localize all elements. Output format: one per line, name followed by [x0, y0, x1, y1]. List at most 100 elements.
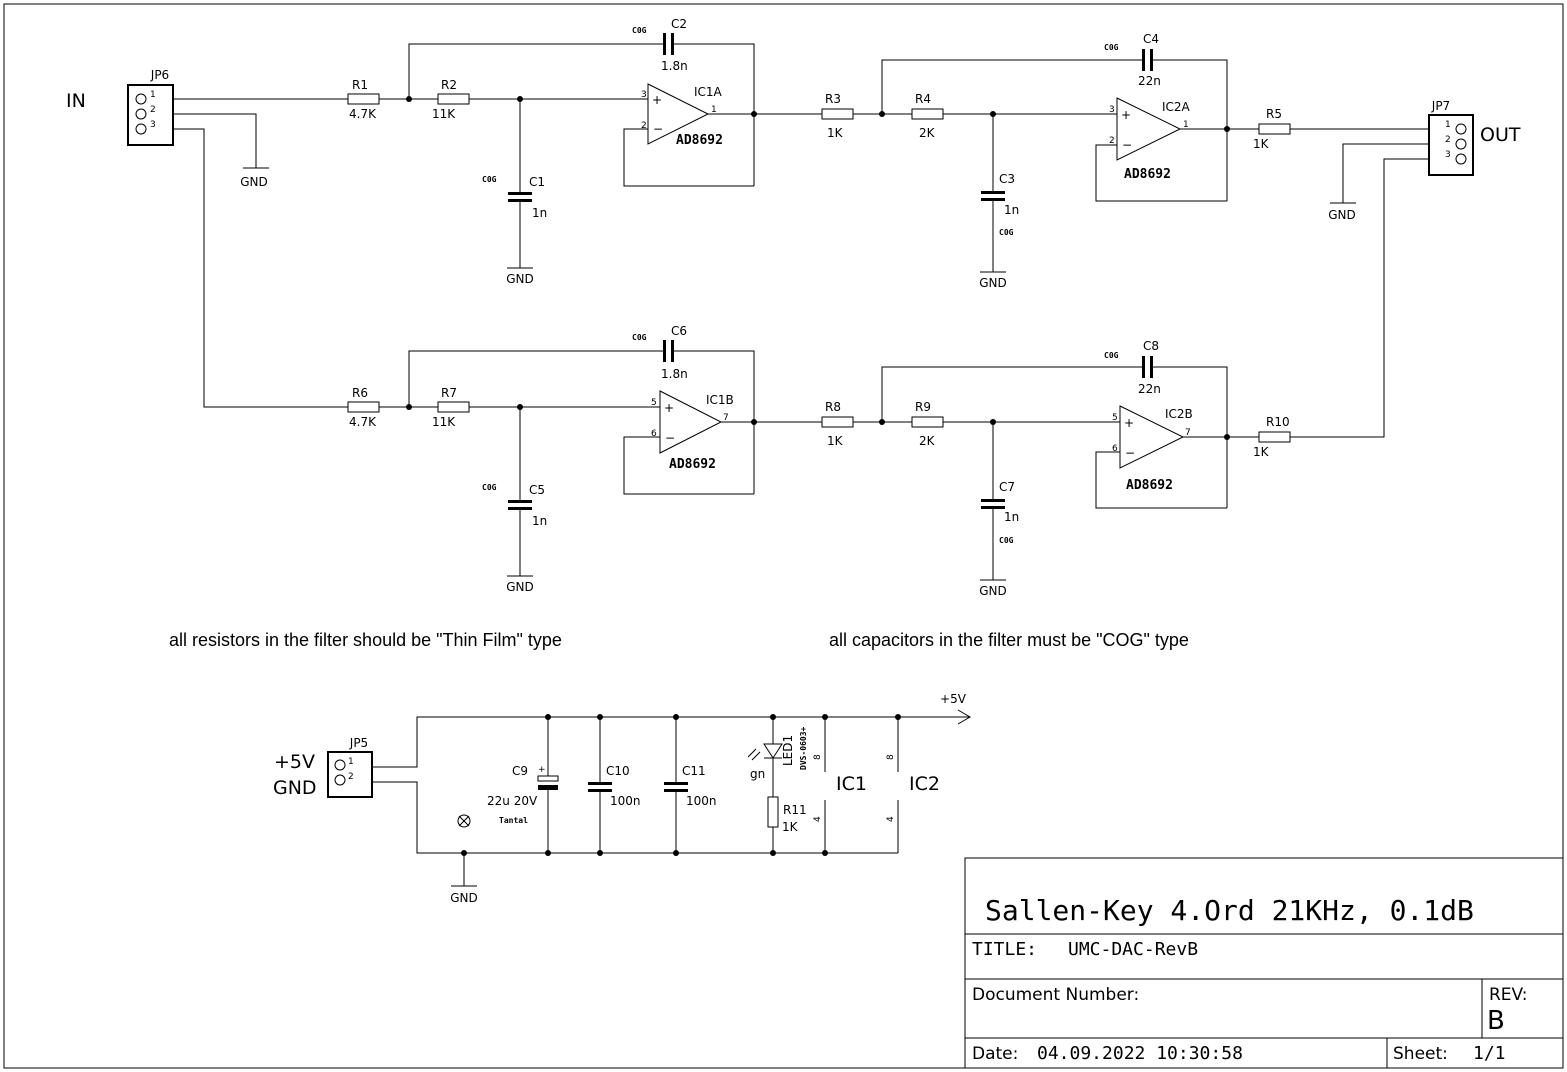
- ic2-power-pins: 8 4 IC2: [886, 714, 940, 853]
- gnd-symbol-jp6: GND: [240, 167, 269, 189]
- svg-text:+: +: [664, 401, 674, 415]
- svg-text:+: +: [1124, 416, 1134, 430]
- svg-text:−: −: [665, 431, 675, 445]
- resistor-r7: R7 11K: [432, 386, 470, 429]
- svg-text:100n: 100n: [610, 794, 641, 808]
- svg-text:IC2B: IC2B: [1165, 407, 1193, 421]
- svg-text:C11: C11: [682, 764, 706, 778]
- sheet-value: 1/1: [1473, 1043, 1506, 1064]
- svg-text:R1: R1: [352, 78, 368, 92]
- svg-text:22n: 22n: [1138, 74, 1161, 88]
- jp6-pin2: 2: [150, 105, 156, 115]
- svg-text:6: 6: [1112, 444, 1118, 454]
- svg-text:1K: 1K: [1253, 137, 1270, 151]
- svg-text:1n: 1n: [1004, 203, 1019, 217]
- svg-text:C0G: C0G: [1104, 351, 1119, 360]
- resistor-r3: R3 1K: [821, 92, 854, 140]
- svg-text:AD8692: AD8692: [1126, 478, 1173, 493]
- svg-text:22u 20V: 22u 20V: [487, 794, 538, 808]
- svg-text:1: 1: [1183, 120, 1189, 130]
- gnd-symbol-power: GND: [450, 885, 478, 905]
- ic1-power-pins: 8 4 IC1: [813, 714, 867, 856]
- svg-text:GND: GND: [979, 276, 1007, 290]
- connector-jp6: JP6 1 2 3: [127, 68, 174, 146]
- junction: [1224, 434, 1230, 440]
- svg-text:+: +: [538, 765, 546, 775]
- svg-text:2: 2: [1109, 136, 1115, 146]
- input-label: IN: [66, 90, 86, 112]
- capacitor-c1: C1 1n C0G GND: [482, 99, 547, 286]
- svg-text:C7: C7: [999, 480, 1015, 494]
- svg-text:R4: R4: [915, 92, 931, 106]
- svg-text:−: −: [1122, 138, 1132, 152]
- opamp-ic1b: + − 5 6 7 IC1B AD8692: [651, 390, 734, 472]
- svg-text:IC1A: IC1A: [694, 85, 723, 99]
- svg-text:C4: C4: [1143, 32, 1159, 46]
- svg-text:C0G: C0G: [632, 26, 647, 35]
- resistor-r10: R10 1K: [1253, 415, 1291, 459]
- svg-text:8: 8: [886, 754, 896, 760]
- svg-text:4.7K: 4.7K: [349, 415, 377, 429]
- svg-text:IC2A: IC2A: [1162, 100, 1191, 114]
- title-label: TITLE:: [972, 939, 1037, 960]
- capacitor-c2: C2 1.8n C0G: [632, 17, 755, 186]
- resistor-r5: R5 1K: [1253, 107, 1291, 151]
- svg-text:1K: 1K: [827, 126, 844, 140]
- svg-text:C0G: C0G: [1104, 43, 1119, 52]
- jp5-pin2: 2: [348, 772, 354, 782]
- connector-jp7: JP7 1 2 3: [1428, 99, 1474, 176]
- svg-text:C0G: C0G: [999, 536, 1014, 545]
- svg-text:2: 2: [641, 121, 647, 131]
- jp6-pin1: 1: [150, 90, 156, 100]
- connector-jp5: JP5 1 2: [327, 736, 373, 798]
- jp5-pin1: 1: [348, 757, 354, 767]
- svg-text:1K: 1K: [782, 820, 799, 834]
- svg-text:GND: GND: [506, 272, 534, 286]
- svg-text:3: 3: [641, 90, 647, 100]
- resistor-r4: R4 2K: [911, 92, 944, 140]
- capacitor-c9: + C9 22u 20V Tantal: [487, 714, 559, 856]
- svg-text:1n: 1n: [532, 206, 547, 220]
- date-label: Date:: [972, 1044, 1018, 1064]
- output-label: OUT: [1480, 124, 1521, 146]
- svg-text:1.8n: 1.8n: [661, 367, 688, 381]
- jp6-pin3: 3: [150, 120, 156, 130]
- svg-text:7: 7: [723, 413, 729, 423]
- svg-text:IC1: IC1: [836, 773, 867, 795]
- svg-text:100n: 100n: [686, 794, 717, 808]
- svg-text:C2: C2: [671, 17, 687, 31]
- power-label-gnd: GND: [273, 777, 317, 799]
- svg-text:R5: R5: [1266, 107, 1282, 121]
- svg-text:1n: 1n: [532, 514, 547, 528]
- svg-text:C3: C3: [999, 172, 1015, 186]
- svg-text:GND: GND: [506, 580, 534, 594]
- svg-text:4: 4: [886, 816, 896, 822]
- junction: [751, 111, 757, 117]
- svg-text:−: −: [1125, 446, 1135, 460]
- svg-text:C0G: C0G: [482, 175, 497, 184]
- svg-text:5: 5: [1112, 413, 1118, 423]
- svg-text:C5: C5: [529, 483, 545, 497]
- resistor-r6: R6 4.7K: [347, 386, 380, 429]
- svg-text:1K: 1K: [1253, 445, 1270, 459]
- svg-text:11K: 11K: [432, 415, 456, 429]
- svg-text:IC1B: IC1B: [706, 393, 734, 407]
- svg-text:AD8692: AD8692: [669, 457, 716, 472]
- resistor-r8: R8 1K: [821, 400, 854, 448]
- title-block: Sallen-Key 4.Ord 21KHz, 0.1dB TITLE: UMC…: [964, 857, 1564, 1069]
- resistor-r1: R1 4.7K: [347, 78, 380, 121]
- note-resistors: all resistors in the filter should be "T…: [169, 630, 562, 650]
- capacitor-c8: C8 22n C0G: [1104, 339, 1228, 508]
- resistor-r9: R9 2K: [911, 400, 944, 448]
- svg-text:1.8n: 1.8n: [661, 59, 688, 73]
- jp7-pin3: 3: [1445, 150, 1451, 160]
- svg-text:1K: 1K: [827, 434, 844, 448]
- jp7-ref: JP7: [1431, 99, 1450, 113]
- rail-label: +5V: [940, 692, 967, 706]
- svg-text:GND: GND: [979, 584, 1007, 598]
- svg-text:2K: 2K: [919, 126, 936, 140]
- resistor-r2: R2 11K: [432, 78, 470, 121]
- svg-text:11K: 11K: [432, 107, 456, 121]
- svg-text:C1: C1: [529, 175, 545, 189]
- svg-text:+: +: [1121, 108, 1131, 122]
